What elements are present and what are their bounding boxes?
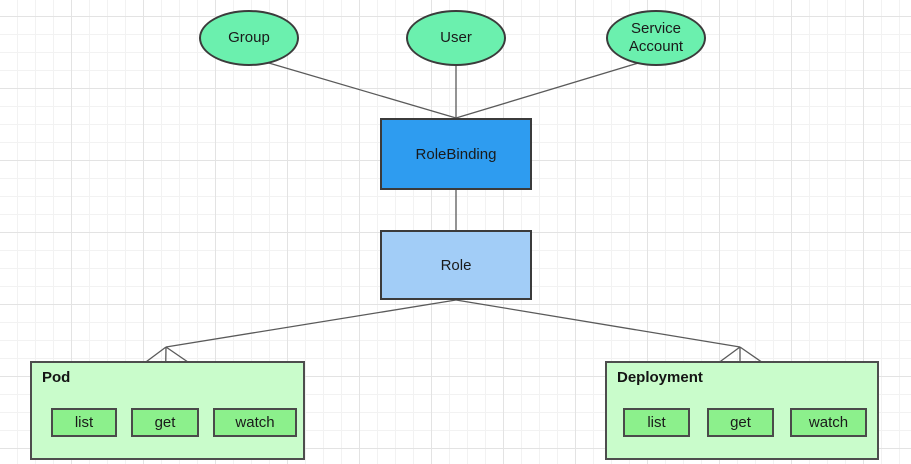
node-group-label: Group	[228, 29, 270, 46]
verb-pod-watch-label: watch	[235, 414, 275, 431]
verb-deployment-list[interactable]: list	[623, 408, 690, 437]
verb-deployment-get[interactable]: get	[707, 408, 774, 437]
verb-deployment-watch[interactable]: watch	[790, 408, 867, 437]
verb-pod-get-label: get	[154, 414, 176, 431]
node-service-account-label-line2: Account	[628, 38, 684, 55]
verb-pod-list-label: list	[74, 414, 94, 431]
node-rolebinding-label: RoleBinding	[415, 145, 497, 163]
node-service-account-label-line1: Service	[630, 20, 682, 37]
verb-pod-list[interactable]: list	[51, 408, 117, 437]
node-user[interactable]: User	[406, 10, 506, 66]
verb-deployment-list-label: list	[647, 414, 666, 431]
verb-pod-watch[interactable]: watch	[213, 408, 297, 437]
edge-serviceaccount-rolebinding	[455, 60, 646, 119]
edge-role-pod	[165, 299, 457, 348]
node-service-account[interactable]: Service Account	[606, 10, 706, 66]
node-role[interactable]: Role	[380, 230, 532, 300]
verb-deployment-watch-label: watch	[808, 414, 849, 431]
node-role-label: Role	[440, 256, 472, 274]
node-group[interactable]: Group	[199, 10, 299, 66]
node-rolebinding[interactable]: RoleBinding	[380, 118, 532, 190]
verb-deployment-get-label: get	[730, 414, 751, 431]
group-deployment-title: Deployment	[617, 369, 703, 386]
group-pod-title: Pod	[42, 369, 71, 386]
edge-role-deployment	[455, 299, 741, 348]
verb-pod-get[interactable]: get	[131, 408, 199, 437]
node-user-label: User	[440, 29, 472, 46]
edge-group-rolebinding	[261, 60, 457, 119]
